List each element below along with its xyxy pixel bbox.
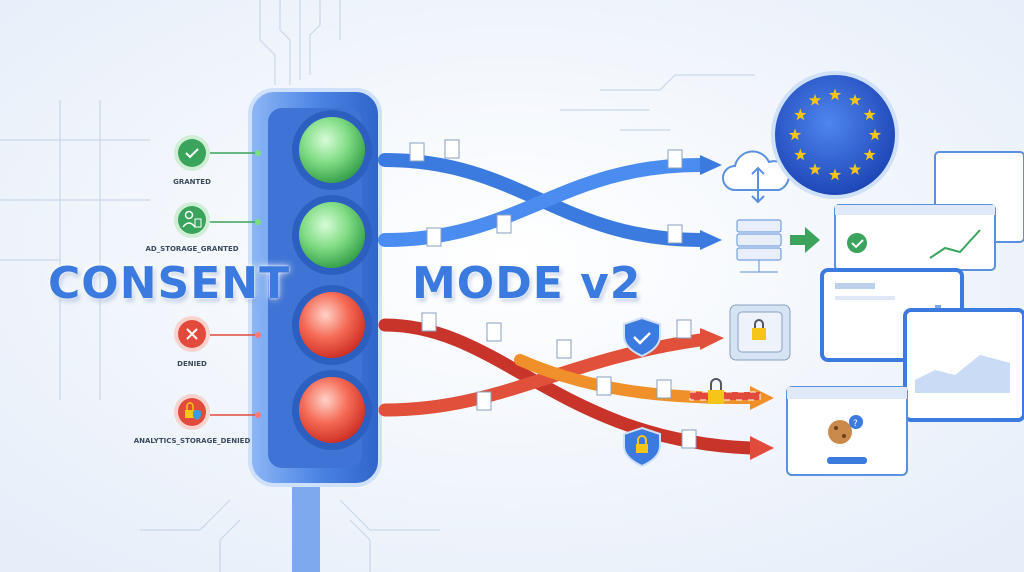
eu-star-icon (828, 168, 842, 181)
eu-star-icon (863, 108, 876, 121)
safe-icon (729, 304, 791, 361)
eu-flag-globe-icon (771, 71, 899, 199)
dashboard-screens: ? (786, 151, 1024, 476)
check-icon (174, 135, 210, 171)
x-icon (174, 316, 210, 352)
green-light-top (292, 110, 372, 190)
state-label-granted: GRANTED (173, 178, 211, 186)
eu-star-icon (848, 163, 862, 175)
state-label-analytics-storage-denied: ANALYTICS_STORAGE_DENIED (133, 437, 251, 445)
svg-text:?: ? (853, 419, 858, 429)
shield-lock-icon (623, 426, 661, 468)
headline-mode-v2: MODE v2 (412, 258, 642, 309)
traffic-light (248, 88, 382, 487)
eu-star-icon (794, 108, 807, 121)
barrier-lock-icon (689, 378, 761, 404)
eu-star-icon (848, 93, 862, 106)
eu-star-icon (788, 128, 802, 141)
state-label-ad-storage-granted: AD_STORAGE_GRANTED (145, 245, 239, 253)
eu-star-icon (808, 163, 822, 175)
state-connectors (210, 150, 261, 418)
eu-star-icon (808, 93, 822, 106)
eu-star-icon (828, 88, 842, 101)
cloud-sync-icon (722, 150, 790, 204)
user-database-icon (174, 202, 210, 238)
eu-star-icon (863, 148, 876, 161)
lock-shield-icon (174, 394, 210, 430)
red-light-bottom (292, 370, 372, 450)
shield-check-icon (623, 316, 661, 358)
document-icons (409, 139, 697, 449)
headline-consent: CONSENT (48, 258, 291, 309)
eu-star-icon (868, 128, 882, 141)
green-light-bottom (292, 195, 372, 275)
state-label-denied: DENIED (177, 360, 207, 368)
red-light-top (292, 285, 372, 365)
circuit-lines (0, 0, 755, 572)
server-icon (736, 219, 820, 273)
cookie-icon (828, 420, 852, 444)
eu-star-icon (794, 148, 807, 161)
